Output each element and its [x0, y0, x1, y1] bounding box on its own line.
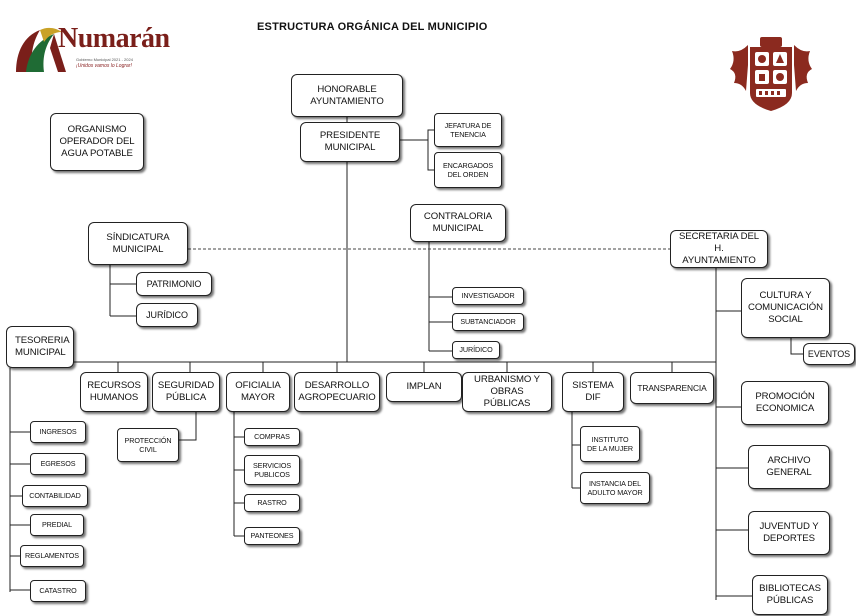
node-sistema-dif: SISTEMA DIF — [562, 372, 624, 412]
node-sindicatura-municipal: SÍNDICATURA MUNICIPAL — [88, 222, 188, 265]
node-rastro: RASTRO — [244, 494, 300, 512]
node-encargados-orden: ENCARGADOS DEL ORDEN — [434, 152, 502, 188]
node-promocion-economica: PROMOCIÓN ECONOMICA — [741, 381, 829, 425]
node-desarrollo-agropecuario: DESARROLLO AGROPECUARIO — [294, 372, 380, 412]
page-title: ESTRUCTURA ORGÁNICA DEL MUNICIPIO — [257, 21, 488, 33]
node-bibliotecas-publicas: BIBLIOTECAS PÚBLICAS — [752, 575, 828, 615]
node-juventud-deportes: JUVENTUD Y DEPORTES — [748, 511, 830, 555]
logo-slogan: ¡Unidos vamos lo Lograr! — [76, 63, 132, 69]
node-presidente-municipal: PRESIDENTE MUNICIPAL — [300, 122, 400, 162]
node-tesoreria-municipal: TESORERIA MUNICIPAL — [6, 326, 74, 368]
node-oficialia-mayor: OFICIALIA MAYOR — [226, 372, 290, 412]
node-reglamentos: REGLAMENTOS — [20, 545, 84, 567]
node-substanciador: SUBTANCIADOR — [452, 313, 524, 331]
node-transparencia: TRANSPARENCIA — [630, 372, 714, 404]
node-urbanismo-obras: URBANISMO Y OBRAS PÚBLICAS — [462, 372, 552, 412]
node-egresos: EGRESOS — [30, 453, 86, 475]
node-jefatura-tenencia: JEFATURA DE TENENCIA — [434, 113, 502, 147]
node-secretaria-ayuntamiento: SECRETARIA DEL H. AYUNTAMIENTO — [670, 230, 768, 268]
node-predial: PREDIAL — [30, 514, 84, 536]
node-cultura-comunicacion: CULTURA Y COMUNICACIÓN SOCIAL — [741, 278, 830, 338]
node-instituto-mujer: INSTITUTO DE LA MUJER — [580, 426, 640, 462]
node-compras: COMPRAS — [244, 428, 300, 446]
node-contabilidad: CONTABILIDAD — [22, 485, 88, 507]
municipal-crest-icon — [730, 37, 812, 111]
node-organismo-agua-potable: ORGANISMO OPERADOR DEL AGUA POTABLE — [50, 113, 144, 171]
node-instancia-adulto-mayor: INSTANCIA DEL ADULTO MAYOR — [580, 472, 650, 504]
node-catastro: CATASTRO — [30, 580, 86, 602]
numaran-logo: Numarán Gobierno Municipal 2021 - 2024 ¡… — [10, 22, 170, 76]
node-eventos: EVENTOS — [803, 343, 855, 365]
node-seguridad-publica: SEGURIDAD PÚBLICA — [152, 372, 220, 412]
node-honorable-ayuntamiento: HONORABLE AYUNTAMIENTO — [291, 74, 403, 117]
node-juridico-contraloria: JURÍDICO — [452, 341, 500, 359]
node-ingresos: INGRESOS — [30, 421, 86, 443]
node-panteones: PANTEONES — [244, 527, 300, 545]
node-recursos-humanos: RECURSOS HUMANOS — [80, 372, 148, 412]
node-servicios-publicos: SERVICIOS PUBLICOS — [244, 455, 300, 485]
node-investigador: INVESTIGADOR — [452, 287, 524, 305]
node-contraloria-municipal: CONTRALORIA MUNICIPAL — [410, 204, 506, 242]
logo-subtitle: Gobierno Municipal 2021 - 2024 — [76, 57, 133, 62]
logo-emblem-icon — [16, 27, 66, 72]
node-juridico-sindicatura: JURÍDICO — [136, 303, 198, 327]
node-implan: IMPLAN — [386, 372, 462, 402]
logo-wordmark: Numarán — [58, 23, 170, 54]
node-proteccion-civil: PROTECCIÓN CIVIL — [117, 428, 179, 462]
node-archivo-general: ARCHIVO GENERAL — [748, 445, 830, 489]
node-patrimonio: PATRIMONIO — [136, 272, 212, 296]
